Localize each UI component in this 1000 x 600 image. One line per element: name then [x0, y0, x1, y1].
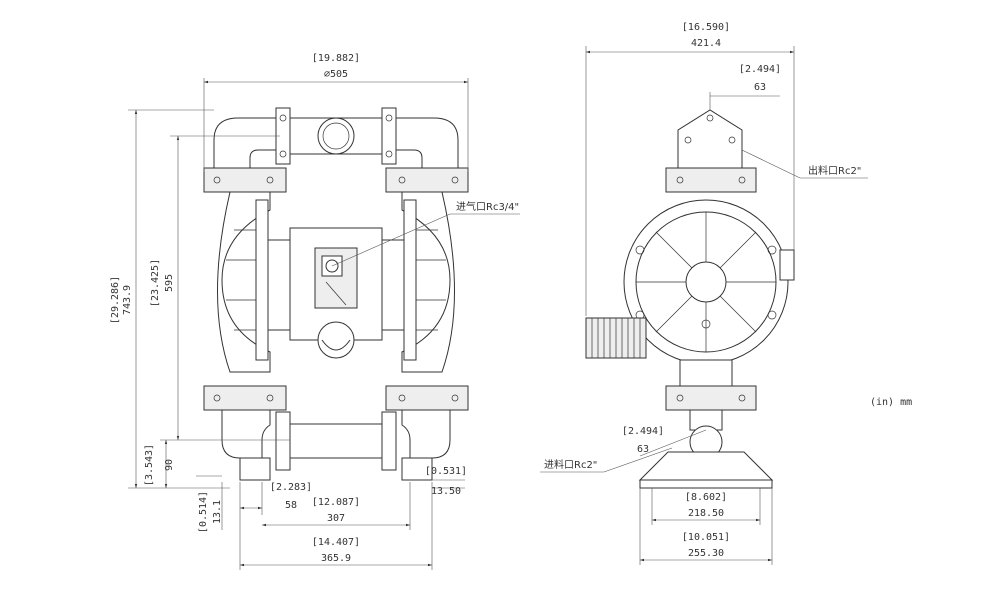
dim-foot-thickness-mm: 13.50 — [431, 486, 461, 497]
inlet-label: 进料口Rc2" — [544, 458, 597, 471]
side-view — [585, 109, 795, 489]
top-manifold — [203, 107, 469, 193]
dim-center-height-in: [23.425] — [150, 259, 161, 307]
left-diaphragm-chamber — [217, 191, 271, 373]
bottom-manifold — [203, 385, 469, 481]
dim-inlet-offset-mm: 63 — [637, 444, 649, 455]
dim-inlet-height-in: [3.543] — [144, 444, 155, 486]
side-view-dimensions: [16.590] 421.4 [2.494] 63 出料口Rc2" [2.494… — [540, 22, 868, 565]
dim-total-width-in: [19.882] — [312, 53, 360, 64]
dim-foot-offset-in: [0.514] — [198, 491, 209, 533]
dim-overall-width-mm: 421.4 — [691, 38, 721, 49]
dim-inner-base-mm: 218.50 — [688, 508, 724, 519]
dim-base-width-mm: 365.9 — [321, 553, 351, 564]
dim-base-width-in: [14.407] — [312, 537, 360, 548]
dim-outer-base-in: [10.051] — [682, 532, 730, 543]
center-air-valve — [267, 227, 405, 359]
dim-outlet-offset-in: [2.494] — [739, 64, 781, 75]
outlet-label: 出料口Rc2" — [808, 164, 861, 177]
dim-inner-base-in: [8.602] — [685, 492, 727, 503]
dim-outlet-offset-mm: 63 — [754, 82, 766, 93]
front-view-dimensions: [19.882] ⌀505 [29.286] 743.9 [23.425] 59… — [110, 53, 520, 570]
dim-foot-thickness-in: [0.531] — [425, 466, 467, 477]
dim-center-height-mm: 595 — [164, 274, 175, 292]
right-diaphragm-chamber — [401, 191, 455, 373]
dim-inlet-offset-in: [2.494] — [622, 426, 664, 437]
units-note: (in) mm — [870, 397, 912, 408]
dim-foot-offset-mm: 13.1 — [212, 500, 223, 524]
dim-inlet-offset-in: [2.283] — [270, 482, 312, 493]
dim-inlet-offset-mm: 58 — [285, 500, 297, 511]
dim-mid-width-mm: 307 — [327, 513, 345, 524]
dim-total-height-in: [29.286] — [110, 276, 121, 324]
dim-overall-width-in: [16.590] — [682, 22, 730, 33]
dim-total-height-mm: 743.9 — [122, 285, 133, 315]
dim-mid-width-in: [12.087] — [312, 497, 360, 508]
dim-inlet-height-mm: 90 — [164, 459, 175, 471]
front-view — [203, 107, 469, 481]
dim-total-width-mm: ⌀505 — [324, 69, 348, 80]
air-inlet-label: 进气口Rc3/4" — [456, 200, 519, 213]
dim-outer-base-mm: 255.30 — [688, 548, 724, 559]
